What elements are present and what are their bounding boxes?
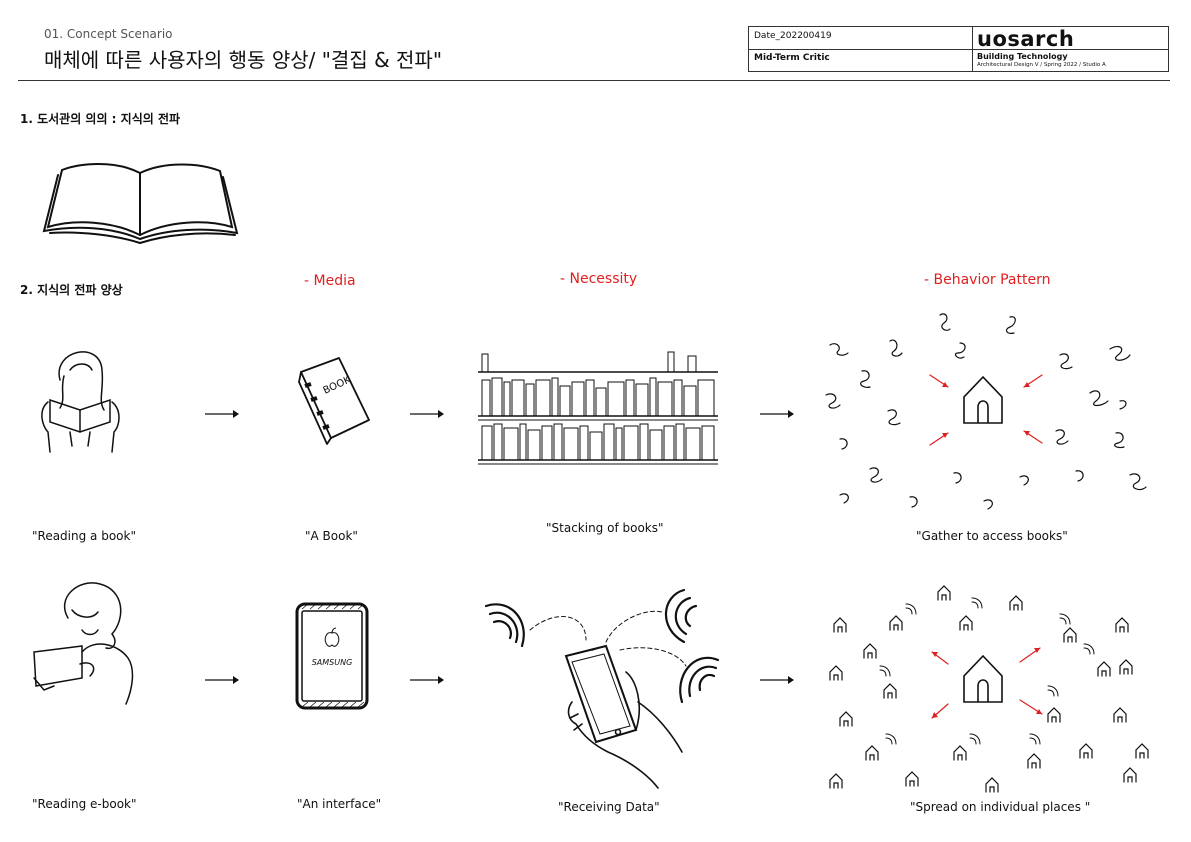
page-subtitle: 01. Concept Scenario [44, 27, 173, 41]
necessity-heading: - Necessity [560, 271, 638, 287]
section-1-heading: 1. 도서관의 의의 : 지식의 전파 [20, 112, 181, 126]
section-2-heading: 2. 지식의 전파 양상 [20, 283, 123, 297]
caption-gather: "Gather to access books" [916, 529, 1068, 543]
media-heading: - Media [304, 273, 356, 289]
caption-a-book: "A Book" [305, 529, 358, 543]
shelf-books-top [481, 377, 715, 417]
uosarch-logo: uosarch [977, 27, 1075, 51]
wifi-icon [664, 588, 698, 644]
open-book-icon [42, 163, 239, 245]
page-title: 매체에 따른 사용자의 행동 양상/ "결집 & 전파" [44, 48, 443, 72]
shelf-books-bottom [481, 423, 715, 461]
header-divider [18, 80, 1170, 81]
date-label: Date_202200419 [754, 31, 832, 41]
wifi-icon [484, 603, 525, 648]
people-squiggles [825, 313, 1147, 510]
arrow-icon [760, 410, 794, 418]
phone-hand-icon [484, 588, 720, 789]
book-cover-text: BOOK [322, 374, 353, 396]
small-houses [829, 585, 1149, 793]
mini-wifi-signals [879, 597, 1095, 745]
caption-an-interface: "An interface" [297, 797, 382, 811]
arrow-icon [205, 410, 239, 418]
reading-ebook-woman-icon [33, 582, 134, 705]
house-icon [963, 375, 1003, 424]
arrow-icon [410, 410, 444, 418]
tablet-hatch-bottom [301, 701, 365, 708]
caption-reading-ebook: "Reading e-book" [32, 797, 137, 811]
title-block-divider [749, 49, 1168, 50]
arrow-icon [205, 676, 239, 684]
tablet-brand: SAMSUNG [312, 658, 353, 667]
course-label: Building Technology [977, 52, 1068, 61]
house-icon [963, 654, 1003, 703]
apple-icon [324, 627, 340, 647]
tablet-hatch-top [301, 603, 365, 610]
outward-arrows [931, 647, 1043, 719]
studio-label: Architectural Design V / Spring 2022 / S… [977, 62, 1106, 68]
title-block: Date_202200419 Mid-Term Critic uosarch B… [748, 26, 1169, 72]
caption-receiving-data: "Receiving Data" [558, 800, 660, 814]
caption-stacking-books: "Stacking of books" [546, 521, 664, 535]
book-icon: BOOK [298, 357, 370, 445]
arrow-icon [410, 676, 444, 684]
critic-label: Mid-Term Critic [754, 53, 830, 63]
spread-diagram [829, 585, 1149, 793]
wifi-icon [679, 656, 720, 704]
gather-diagram [825, 313, 1147, 510]
bookshelf-icon [478, 351, 718, 465]
caption-reading-book: "Reading a book" [32, 529, 136, 543]
tablet-icon: SAMSUNG [295, 602, 369, 710]
reading-woman-icon [41, 351, 120, 453]
caption-spread: "Spread on individual places " [910, 800, 1091, 814]
arrow-icon [760, 676, 794, 684]
inward-arrows [929, 374, 1043, 446]
behavior-heading: - Behavior Pattern [924, 272, 1051, 288]
